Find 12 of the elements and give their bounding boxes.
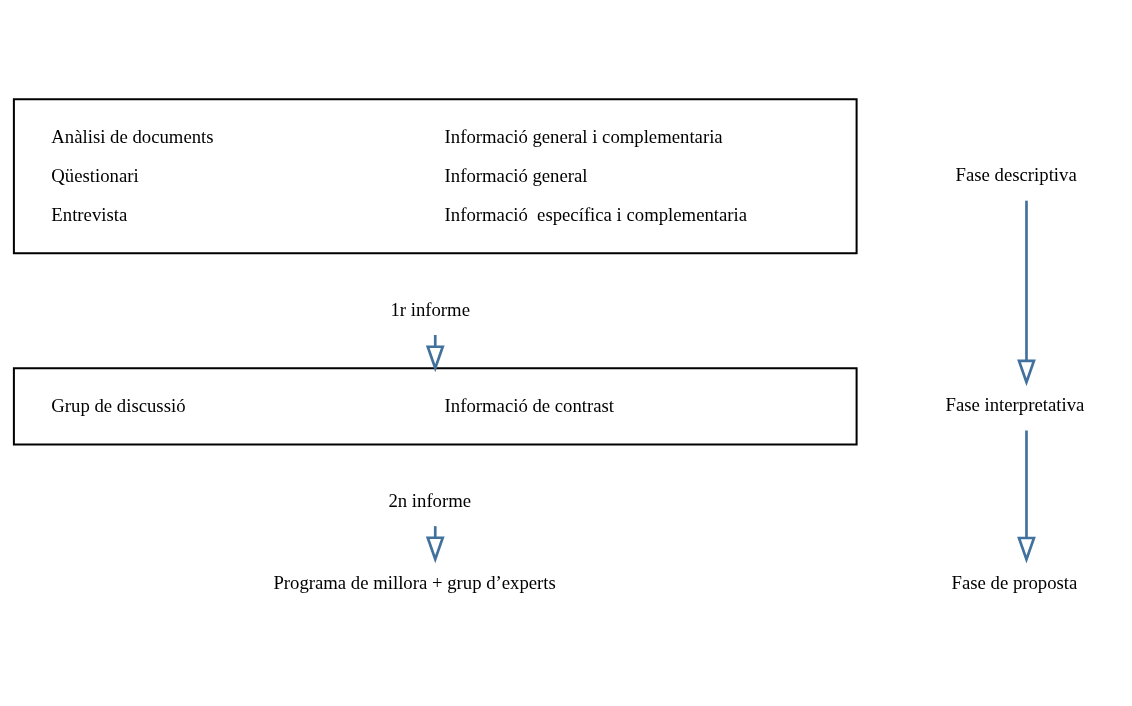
arrow: [425, 334, 445, 372]
node-text: 2n informe: [388, 489, 472, 511]
node-text: Fase interpretativa: [945, 393, 1085, 415]
node-box: Anàlisi de documents Informació general i complementaria Qüestionari Informació general Entrevista Informació específica i complementaria: [12, 97, 858, 254]
node-text: 1r informe: [390, 298, 470, 320]
arrow: [1017, 200, 1036, 386]
node-text: Fase descriptiva: [955, 163, 1077, 185]
arrow: [425, 525, 445, 563]
node-text: Programa de millora + grup d’experts: [273, 571, 556, 593]
node-box: Grup de discussió Informació de contrast: [12, 366, 858, 445]
arrow: [1017, 430, 1036, 563]
node-text: Fase de proposta: [951, 571, 1078, 593]
